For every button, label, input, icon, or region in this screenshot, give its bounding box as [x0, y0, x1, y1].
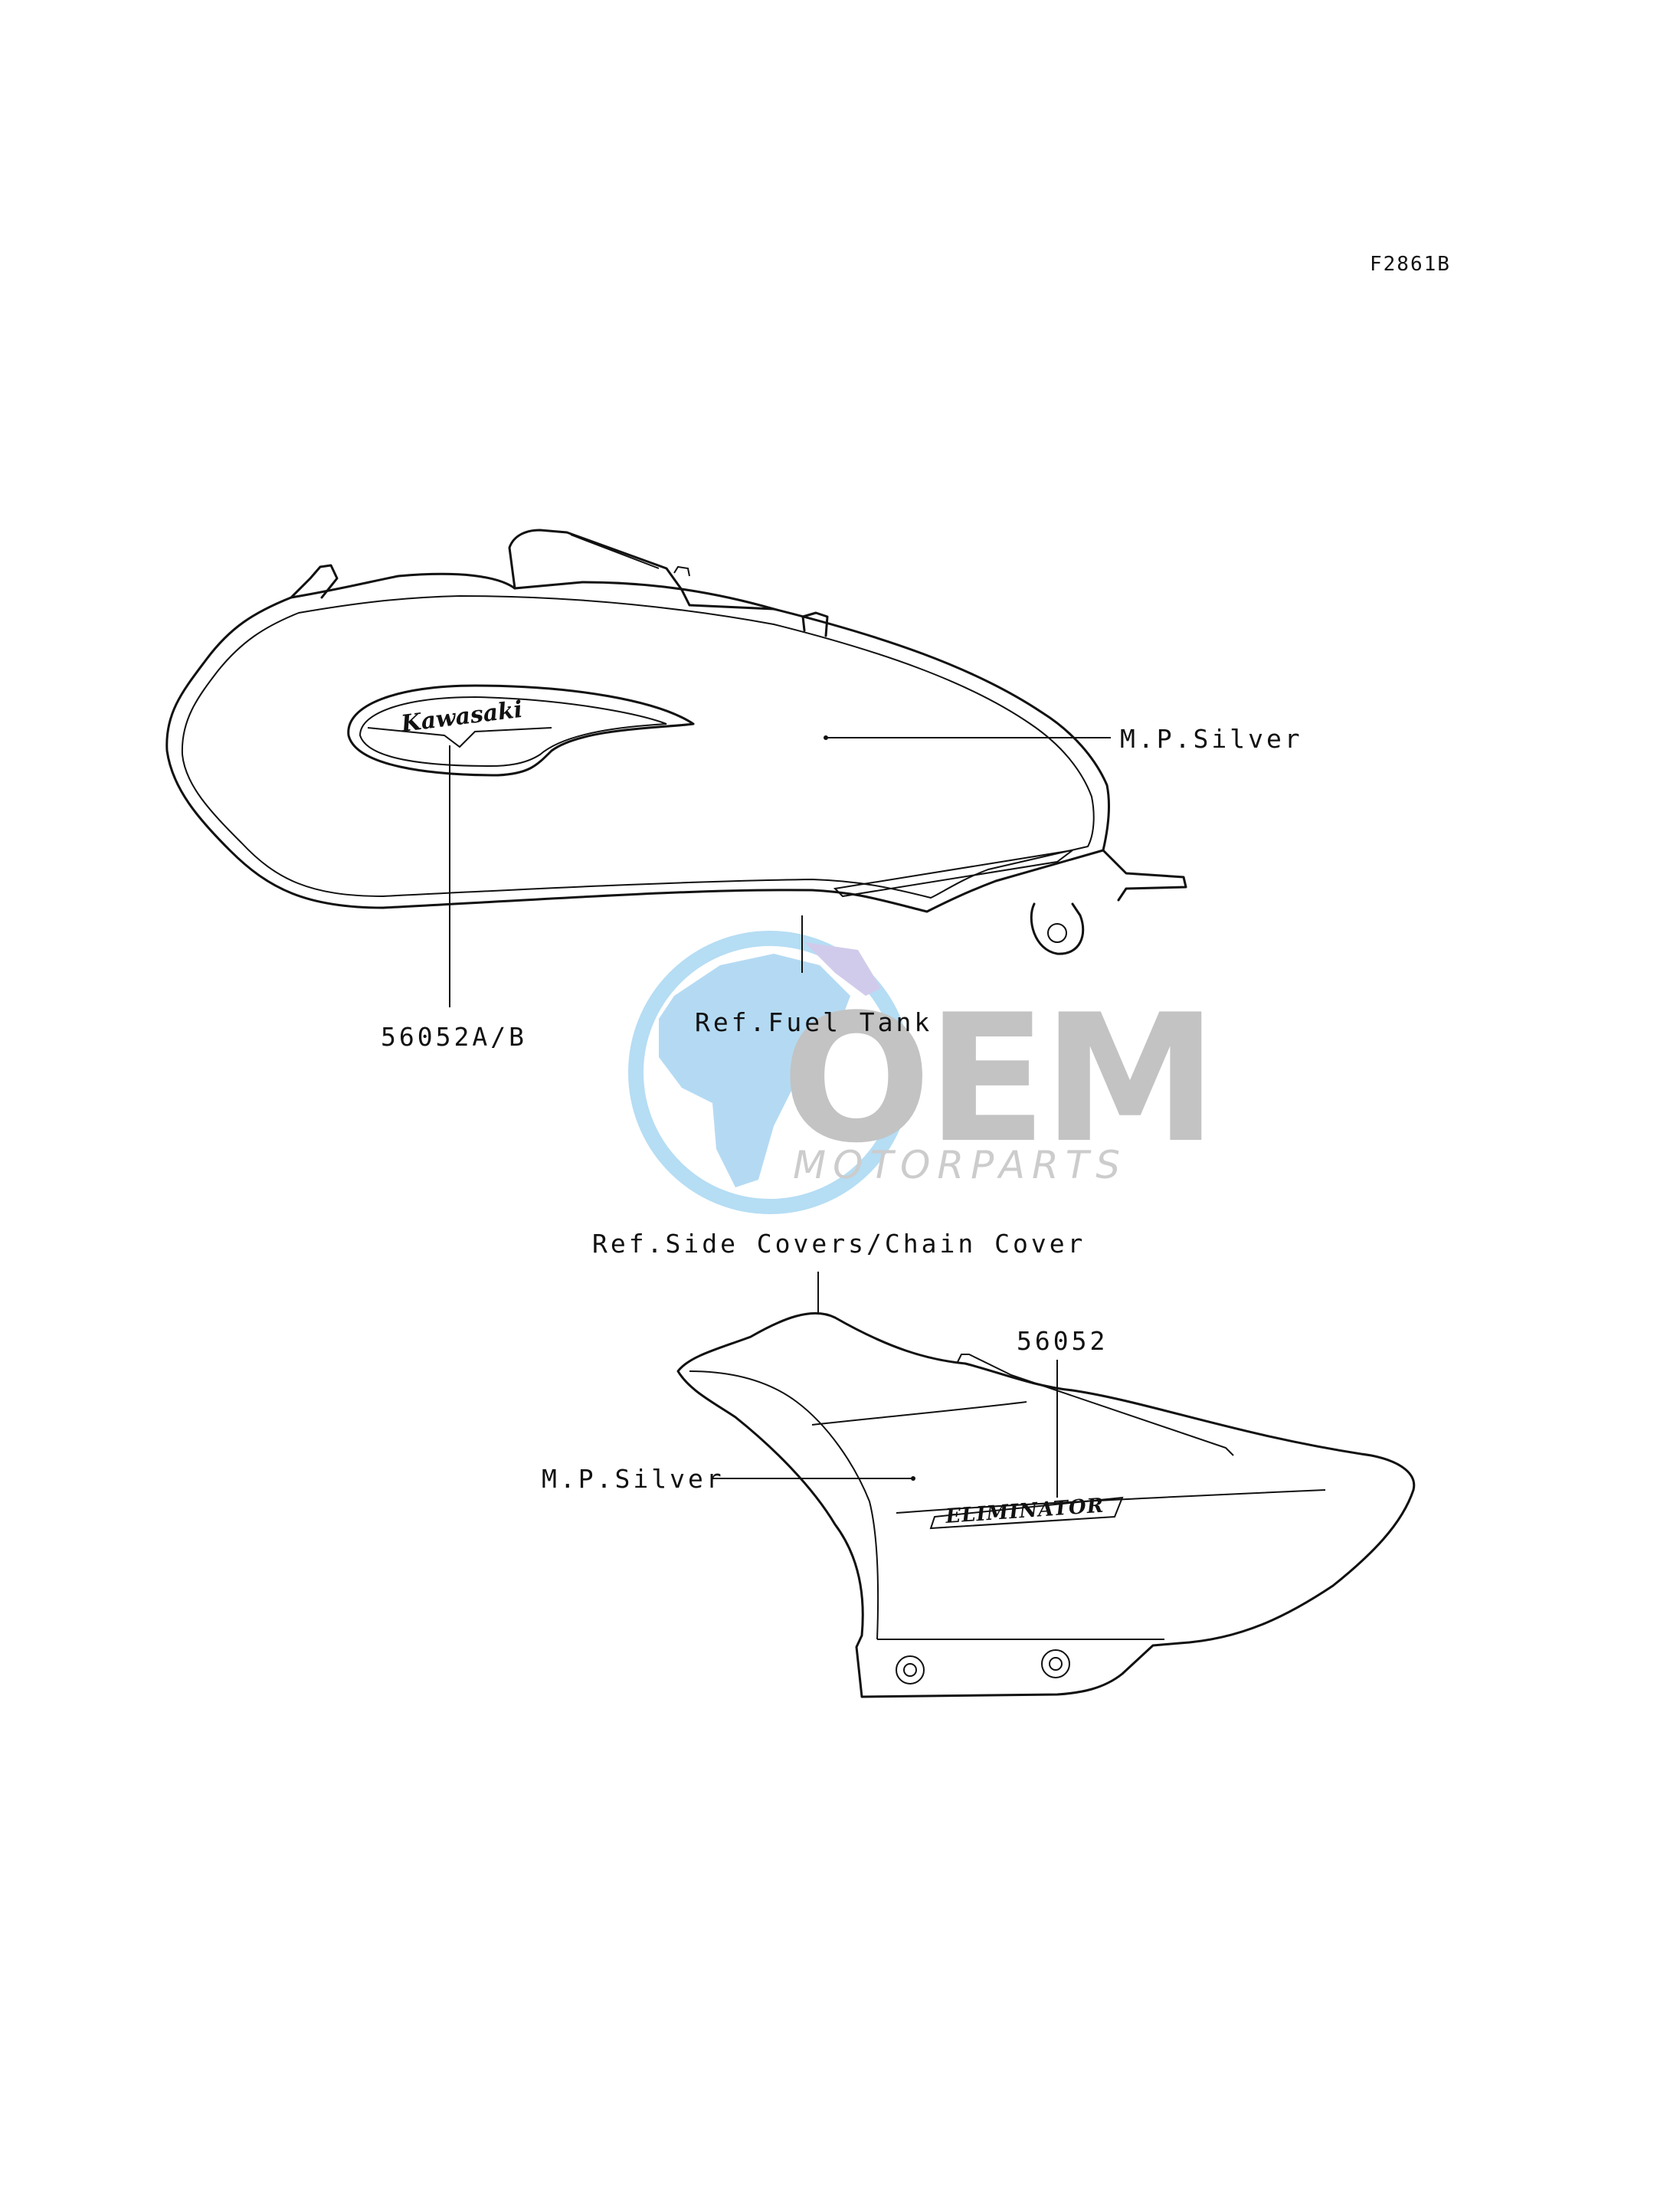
- kawasaki-emblem: Kawasaki: [347, 684, 695, 777]
- cover-decal-part-number: 56052: [1017, 1326, 1108, 1356]
- watermark: OEM MOTORPARTS: [628, 931, 1218, 1214]
- globe-ring-icon: [628, 931, 912, 1214]
- kawasaki-logo-text: Kawasaki: [399, 696, 524, 738]
- tank-ref-label: Ref.Fuel Tank: [695, 1007, 932, 1037]
- fuel-tank-drawing: Kawasaki: [165, 529, 1187, 955]
- watermark-tagline: MOTORPARTS: [793, 1143, 1127, 1187]
- cover-color-label: M.P.Silver: [542, 1464, 725, 1494]
- side-cover-drawing: ELIMINATOR: [676, 1311, 1416, 1698]
- watermark-brand: OEM: [781, 977, 1213, 1182]
- cover-ref-label: Ref.Side Covers/Chain Cover: [592, 1229, 1086, 1259]
- tank-decal-part-number: 56052A/B: [381, 1022, 527, 1052]
- figure-code: F2861B: [1370, 253, 1451, 276]
- tank-color-label: M.P.Silver: [1120, 724, 1303, 754]
- eliminator-emblem: ELIMINATOR: [929, 1495, 1124, 1530]
- globe-continents-icon: [659, 954, 850, 1187]
- eliminator-logo-text: ELIMINATOR: [944, 1495, 1105, 1528]
